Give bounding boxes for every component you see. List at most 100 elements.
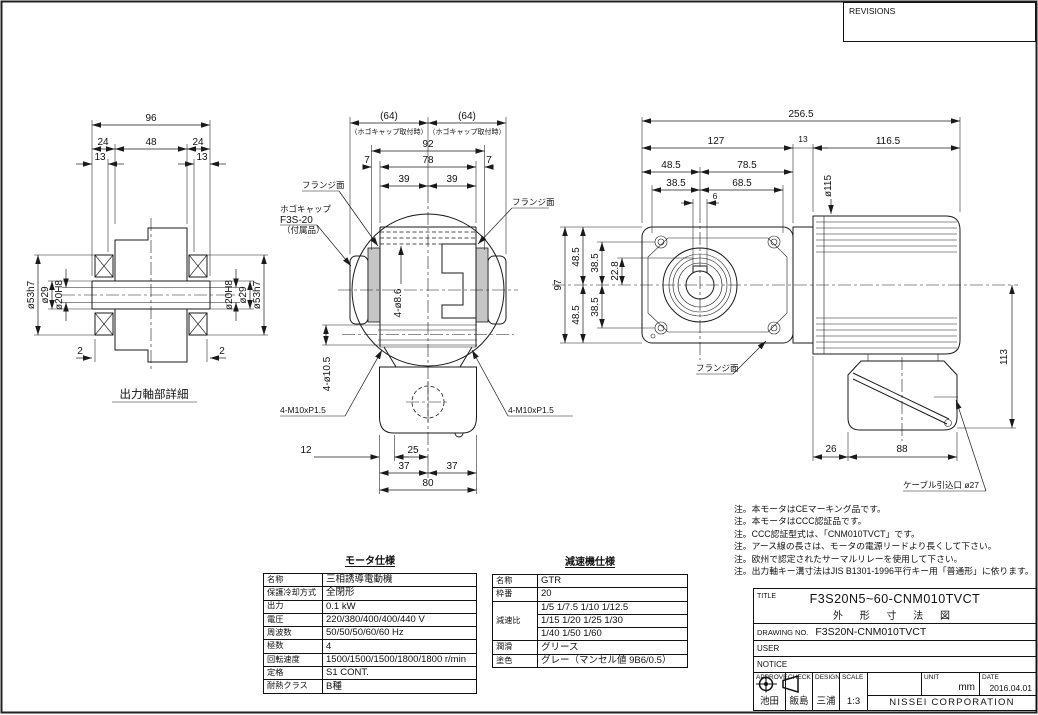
note-line: 注。アース線の長さは、モータの電源リードより長くして下さい。 — [734, 541, 997, 552]
dimension-lines — [560, 117, 1016, 492]
cap-note-right: （ホゴキャップ取付時） — [429, 127, 506, 136]
right-block: UNIT mm DATE 2016.04.01 NISSEI CORPORATI… — [756, 673, 1036, 710]
drawing-title: F3S20N5~60-CNM010TVCT — [809, 592, 981, 606]
dim-38.5-lower: 38.5 — [590, 297, 601, 317]
spec-value: 0.1 kW — [322, 599, 477, 614]
scale-cell: SCALE 1:3 — [840, 673, 868, 710]
dim-37-right: 37 — [446, 461, 458, 472]
dim-2-right: 2 — [219, 346, 225, 357]
approve-name: 池田 — [759, 696, 779, 707]
dim-38.5-upper: 38.5 — [590, 253, 601, 273]
motor-body — [812, 215, 961, 355]
drawing-no-row: DRAWING NO. F3S20N-CNM010TVCT — [754, 624, 1036, 641]
projection-symbol-cell — [756, 673, 922, 695]
flange-face-label-left: フランジ面 — [302, 180, 345, 190]
spec-label: 周波数 — [263, 626, 323, 641]
dim-127: 127 — [708, 136, 725, 147]
terminal-box-cover — [852, 372, 950, 425]
dim-12: 12 — [300, 445, 312, 456]
check-cell: CHECK 飯島 — [786, 673, 813, 710]
dim-2-left: 2 — [77, 346, 83, 357]
spec-label: 保護冷却方式 — [263, 586, 323, 601]
dim-7-right: 7 — [486, 155, 492, 166]
date-value: 2016.04.01 — [989, 683, 1032, 693]
spec-value: 4 — [322, 639, 477, 654]
spec-value: 220/380/400/400/440 V — [322, 612, 477, 628]
dim-113: 113 — [999, 349, 1010, 365]
dim-48.5-lower: 48.5 — [571, 305, 582, 325]
scale-value: 1:3 — [846, 696, 861, 707]
face-boss — [647, 237, 788, 333]
revisions-label: REVISIONS — [849, 6, 896, 16]
dim-29-left: ø29 — [40, 286, 51, 304]
dim-92: 92 — [422, 139, 434, 150]
dim-bore-right: ø20H8 — [224, 280, 235, 310]
hub-upper — [114, 227, 188, 281]
terminal-box — [847, 360, 958, 431]
dim-96: 96 — [145, 113, 157, 124]
dim-od-right: ø53h7 — [252, 280, 263, 309]
drawing-no-label: DRAWING NO. — [757, 627, 809, 637]
tap-label-left: 4-M10xP1.5 — [280, 405, 326, 415]
notice-label: NOTICE — [757, 660, 788, 669]
bearing-retainer-left — [367, 247, 381, 323]
title-label: TITLE — [757, 593, 777, 600]
check-label: CHECK — [788, 674, 811, 681]
spec-value: 20 — [537, 587, 688, 602]
dim-6: 6 — [713, 191, 718, 201]
side-view: 256.5 127 13 116.5 48.5 78.5 38.5 68.5 6… — [552, 109, 1018, 492]
note-line: 注。本モータはCEマーキング品です。 — [734, 504, 886, 514]
mount-band — [378, 324, 477, 348]
spec-label: 極数 — [263, 639, 323, 654]
dim-37-left: 37 — [398, 461, 410, 472]
scale-label: SCALE — [842, 674, 864, 681]
date-cell: DATE 2016.04.01 — [980, 673, 1036, 695]
spec-value: B種 — [322, 679, 477, 694]
dim-25: 25 — [407, 445, 419, 456]
dim-48: 48 — [145, 137, 157, 148]
dim-od-left: ø53h7 — [26, 280, 37, 309]
spec-label: 定格 — [263, 666, 323, 681]
cap-label-1: ホゴキャップ — [280, 204, 332, 214]
spec-value: 1/15 1/20 1/25 1/30 — [537, 613, 688, 629]
cable-entry-label: ケーブル引込口 ø27 — [903, 480, 979, 490]
dim-48.5-top: 48.5 — [661, 160, 681, 171]
spec-value: 1500/1500/1500/1800/1800 r/min — [322, 652, 477, 668]
spec-label: 名称 — [492, 573, 538, 589]
user-row: USER — [754, 641, 1036, 657]
notice-row: NOTICE — [754, 657, 1036, 673]
spec-value: 全閉形 — [322, 586, 477, 601]
dim-7-left: 7 — [364, 155, 370, 166]
design-cell: DESIGN 三浦 — [813, 673, 840, 710]
dim-256.5: 256.5 — [788, 109, 813, 120]
dim-48.5-upper: 48.5 — [571, 247, 582, 267]
dim-13-left: 13 — [94, 152, 106, 163]
spec-label: 減速比 — [492, 600, 538, 642]
check-name: 飯島 — [789, 696, 809, 707]
label-4-holes-10.5: 4-ø10.5 — [322, 356, 333, 391]
dim-97: 97 — [553, 279, 564, 291]
output-shaft-detail-view: 96 24 48 24 13 13 ø53h7 ø29 ø20H8 ø20H8 … — [26, 113, 268, 403]
dim-39-left: 39 — [398, 174, 410, 185]
cover-screw — [944, 419, 952, 427]
table-row: 保護冷却方式全閉形 — [263, 586, 477, 601]
spec-label: 潤滑 — [492, 640, 538, 655]
dim-38.5-top: 38.5 — [666, 178, 686, 189]
dim-116.5: 116.5 — [876, 136, 901, 147]
unit-date-row: UNIT mm DATE 2016.04.01 — [756, 673, 1036, 696]
design-label: DESIGN — [815, 674, 840, 681]
spec-value: 1/40 1/50 1/60 — [537, 627, 688, 642]
cap-label-3: （付属品） — [282, 225, 325, 235]
unit-label: UNIT — [924, 674, 940, 681]
label-4-holes-8.6: 4-ø8.6 — [393, 288, 404, 317]
approve-label: APPROVE — [756, 674, 788, 681]
unit-value: mm — [958, 682, 975, 693]
unit-cell: UNIT mm — [922, 673, 980, 695]
note-line: 注。出力軸キー溝寸法はJIS B1301-1996平行キー用「普通形」に依ります… — [734, 566, 1034, 577]
title-block: TITLE F3S20N5~60-CNM010TVCT 外 形 寸 法 図 DR… — [753, 588, 1037, 711]
